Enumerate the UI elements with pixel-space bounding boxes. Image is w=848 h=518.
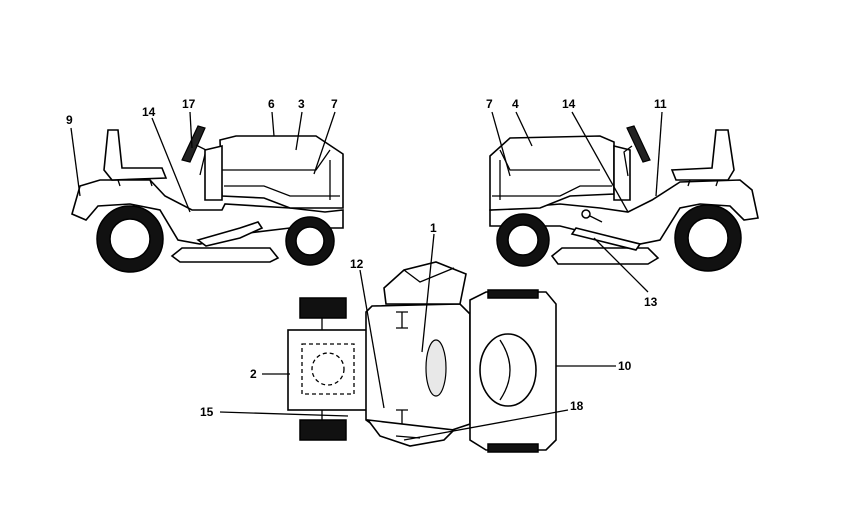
- callout-3: 3: [298, 97, 305, 111]
- callout-7-left: 7: [331, 97, 338, 111]
- callout-10: 10: [618, 359, 632, 373]
- callout-4: 4: [512, 97, 519, 111]
- callout-15: 15: [200, 405, 214, 419]
- callout-13: 13: [644, 295, 658, 309]
- callout-17: 17: [182, 97, 196, 111]
- callout-12: 12: [350, 257, 364, 271]
- callout-6: 6: [268, 97, 275, 111]
- callout-7-right: 7: [486, 97, 493, 111]
- callout-9: 9: [66, 113, 73, 127]
- left-side-view-tractor: [71, 125, 344, 273]
- callout-14-right: 14: [562, 97, 576, 111]
- callout-11: 11: [654, 97, 667, 111]
- callout-1: 1: [430, 221, 437, 235]
- leader-lines: [70, 111, 663, 441]
- callout-18: 18: [570, 399, 584, 413]
- callout-labels: 9 14 17 6 3 7 7 4 14 11 13 1 12 2 15 10 …: [66, 97, 667, 419]
- top-view-tractor: [287, 261, 557, 453]
- callout-2: 2: [250, 367, 257, 381]
- callout-14-left: 14: [142, 105, 156, 119]
- right-side-view-tractor: [489, 125, 759, 272]
